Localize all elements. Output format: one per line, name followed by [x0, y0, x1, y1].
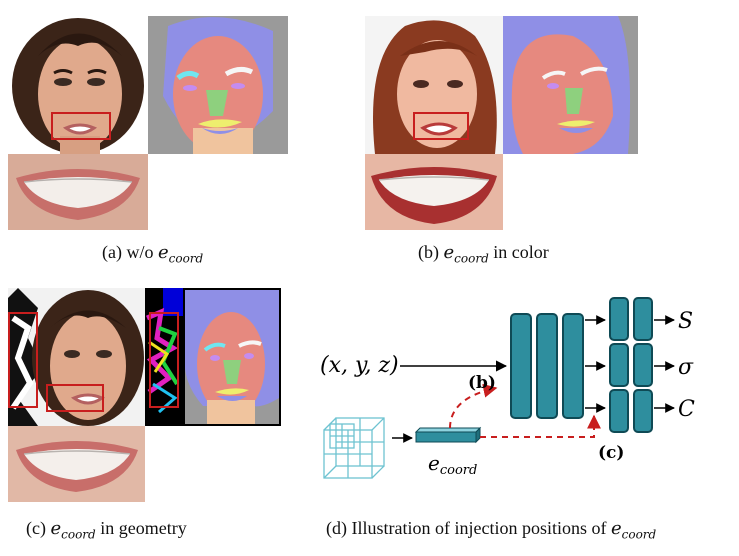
- face-photo-a: [12, 18, 144, 154]
- mouth-highlight-box: [46, 384, 104, 412]
- input-label: (x, y, z): [320, 353, 399, 378]
- mlp-head-color: [585, 389, 675, 433]
- caption-a-sub: coord: [168, 251, 204, 266]
- caption-a-var: e: [157, 242, 169, 263]
- caption-b-sub: coord: [454, 251, 489, 266]
- mouth-zoom-b: [365, 154, 503, 230]
- mlp-main-layers: [510, 313, 584, 419]
- caption-b-var: e: [443, 242, 455, 263]
- embedding-label-sub: coord: [440, 463, 477, 478]
- output-sigma: σ: [678, 355, 694, 380]
- panel-c-segmentation-map: [183, 288, 281, 426]
- caption-c-sub: coord: [61, 527, 96, 542]
- injection-path-c: [480, 414, 601, 438]
- panel-c-geometry-map: [145, 288, 183, 426]
- label-b: (b): [468, 373, 496, 393]
- mlp-head-sigma: [585, 343, 675, 387]
- caption-a: (a) w/o ecoord: [102, 242, 203, 266]
- caption-c-var: e: [50, 518, 62, 539]
- face-photo-b: [365, 16, 503, 154]
- embedding-label: ecoord: [428, 451, 477, 478]
- mlp-layer-3: [562, 313, 584, 419]
- mlp-layer-1: [510, 313, 532, 419]
- panel-c-mouth-zoom: [8, 426, 145, 502]
- segmentation-map-c: [183, 288, 281, 426]
- mouth-highlight-box: [413, 112, 469, 140]
- caption-b-prefix: (b): [418, 242, 444, 262]
- panel-a-segmentation-map: [148, 16, 288, 154]
- panel-a-face-photo: [8, 16, 148, 154]
- caption-b: (b) ecoord in color: [418, 242, 549, 266]
- label-c: (c): [598, 443, 624, 463]
- panel-c-face-photo: [8, 288, 145, 426]
- caption-c-suffix: in geometry: [95, 518, 187, 538]
- caption-d-sub: coord: [621, 527, 657, 542]
- hash-grid-icon: [323, 417, 385, 479]
- output-c: C: [678, 397, 695, 422]
- mouth-highlight-box: [51, 112, 111, 140]
- mlp-head-s: [585, 297, 675, 341]
- face-photo-c: [8, 288, 145, 426]
- mouth-zoom-a: [8, 154, 148, 230]
- embedding-label-var: e: [428, 451, 440, 475]
- mlp-layer-2: [536, 313, 558, 419]
- caption-c-prefix: (c): [26, 518, 51, 538]
- embedding-vector: [414, 426, 482, 444]
- geometry-highlight-box: [149, 312, 179, 408]
- caption-c: (c) ecoord in geometry: [26, 518, 187, 542]
- hair-highlight-box: [8, 312, 38, 408]
- caption-b-suffix: in color: [488, 242, 549, 262]
- panel-b-segmentation-map: [503, 16, 638, 154]
- caption-d: (d) Illustration of injection positions …: [326, 518, 656, 542]
- caption-a-prefix: (a) w/o: [102, 242, 158, 262]
- injection-diagram: (x, y, z) S σ C: [320, 297, 695, 479]
- panel-b-mouth-zoom: [365, 154, 503, 230]
- injection-path-b: [449, 383, 498, 429]
- mouth-zoom-c: [8, 426, 145, 502]
- output-s: S: [678, 309, 693, 334]
- panel-a-mouth-zoom: [8, 154, 148, 230]
- segmentation-map-a: [148, 16, 288, 154]
- caption-d-prefix: (d) Illustration of injection positions …: [326, 518, 611, 538]
- caption-d-var: e: [610, 518, 622, 539]
- panel-b-face-photo: [365, 16, 503, 154]
- segmentation-map-b: [503, 16, 638, 154]
